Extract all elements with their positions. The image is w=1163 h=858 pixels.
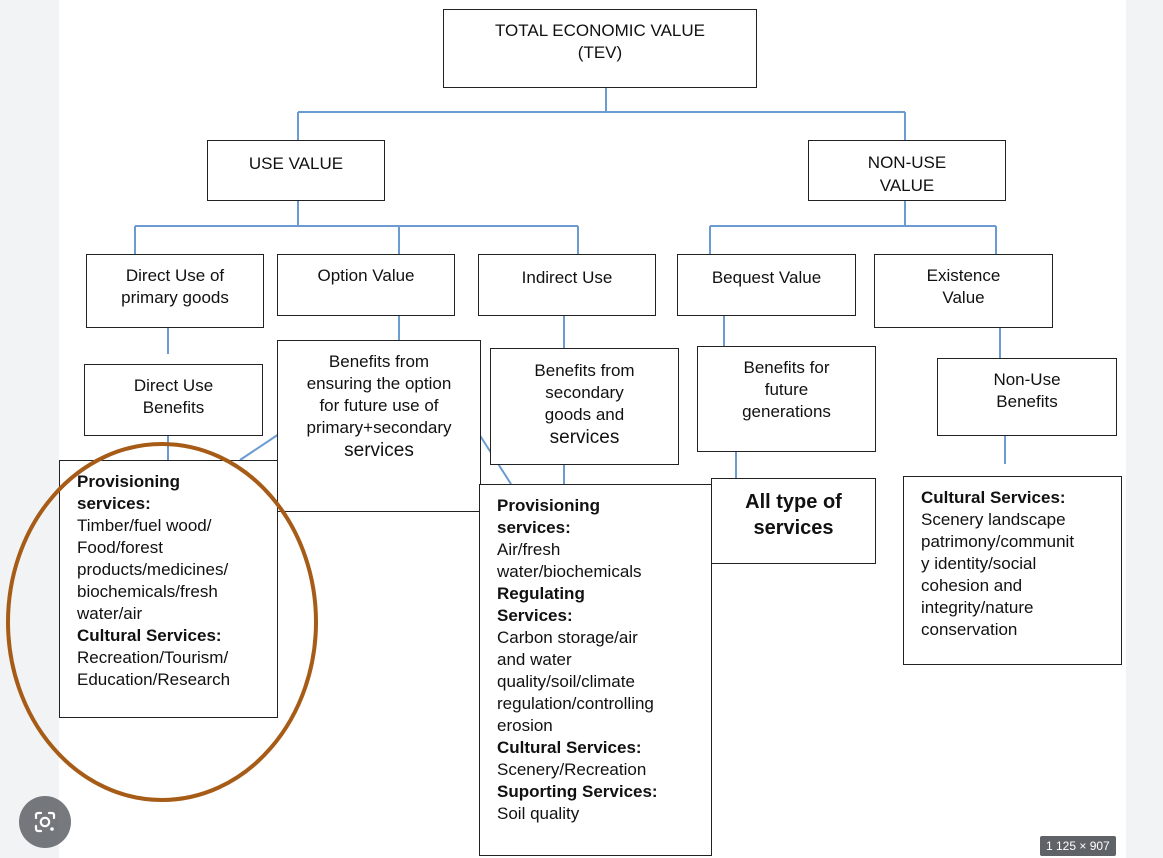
service-item: erosion xyxy=(497,716,553,735)
non-use-benefits-box: Non-Use Benefits xyxy=(937,358,1117,436)
existence-value-line-2: Value xyxy=(942,288,985,307)
all-services-line-2: services xyxy=(753,517,834,539)
service-category-heading: Cultural Services: xyxy=(497,738,642,757)
indirect-benefits-line-2: secondary xyxy=(545,383,624,402)
service-category-heading: Cultural Services: xyxy=(921,488,1066,507)
tev-line-1: TOTAL ECONOMIC VALUE xyxy=(494,21,706,40)
direct-use-benefits-line-1: Direct Use xyxy=(133,376,214,395)
option-benefits-line-2: ensuring the option xyxy=(306,374,452,393)
bequest-value-label: Bequest Value xyxy=(711,268,822,287)
indirect-benefits-line-4: services xyxy=(549,427,620,448)
service-category-heading: Cultural Services: xyxy=(77,626,222,645)
option-benefits-box: Benefits from ensuring the option for fu… xyxy=(277,340,481,512)
service-item: patrimony/communit xyxy=(921,532,1075,551)
service-item: regulation/controlling xyxy=(497,694,654,713)
service-category-heading: Suporting Services: xyxy=(497,782,658,801)
direct-services-list: Provisioning services: Timber/fuel wood/Fo… xyxy=(77,471,277,691)
connectors xyxy=(134,88,1006,485)
service-item: Air/fresh xyxy=(497,540,561,559)
option-benefits-line-4: primary+secondary xyxy=(306,418,452,437)
direct-use-line-1: Direct Use of xyxy=(125,266,225,285)
option-value-label: Option Value xyxy=(317,266,415,285)
service-item: Education/Research xyxy=(77,670,231,689)
bequest-benefits-line-2: future xyxy=(764,380,809,399)
non-use-benefits-line-2: Benefits xyxy=(996,392,1058,411)
service-item: quality/soil/climate xyxy=(497,672,635,691)
indirect-benefits-line-1: Benefits from xyxy=(534,361,635,380)
service-item: conservation xyxy=(921,620,1018,639)
service-item: and water xyxy=(497,650,572,669)
cultural-services-list: Cultural Services: Scenery landscape patri… xyxy=(921,487,1121,641)
non-use-value-line-2: VALUE xyxy=(879,176,935,195)
use-value-label: USE VALUE xyxy=(248,154,344,173)
service-item: biochemicals/fresh xyxy=(77,582,218,601)
service-category-heading: Regulating xyxy=(497,584,585,603)
existence-value-box: Existence Value xyxy=(874,254,1053,328)
direct-use-benefits-box: Direct Use Benefits xyxy=(84,364,263,436)
service-item: Soil quality xyxy=(497,804,580,823)
service-item: products/medicines/ xyxy=(77,560,229,579)
service-item: Food/forest xyxy=(77,538,163,557)
all-services-box: All type of services xyxy=(711,478,876,564)
indirect-use-box: Indirect Use xyxy=(478,254,656,316)
option-benefits-line-5: services xyxy=(344,440,414,461)
indirect-services-box: Provisioning services: Air/fresh water/bioc… xyxy=(479,484,712,856)
service-item: y identity/social xyxy=(921,554,1037,573)
service-category-heading: services: xyxy=(77,494,151,513)
google-lens-icon xyxy=(34,811,56,833)
tev-box: TOTAL ECONOMIC VALUE (TEV) xyxy=(443,9,757,88)
non-use-benefits-line-1: Non-Use xyxy=(993,370,1061,389)
bequest-value-box: Bequest Value xyxy=(677,254,856,316)
google-lens-button[interactable] xyxy=(19,796,71,848)
use-value-box: USE VALUE xyxy=(207,140,385,201)
service-category-heading: Provisioning xyxy=(77,472,180,491)
service-category-heading: Provisioning xyxy=(497,496,600,515)
option-benefits-line-3: for future use of xyxy=(319,396,439,415)
service-item: Recreation/Tourism/ xyxy=(77,648,229,667)
non-use-value-line-1: NON-USE xyxy=(867,153,947,172)
highlight-ellipse xyxy=(6,442,318,802)
service-category-heading: Services: xyxy=(497,606,573,625)
service-item: Timber/fuel wood/ xyxy=(77,516,212,535)
bequest-benefits-line-3: generations xyxy=(742,402,831,421)
service-item: Scenery/Recreation xyxy=(497,760,647,779)
service-item: integrity/nature xyxy=(921,598,1034,617)
non-use-value-box: NON-USE VALUE xyxy=(808,140,1006,201)
option-value-box: Option Value xyxy=(277,254,455,316)
image-dimensions-badge: 1 125 × 907 xyxy=(1040,836,1116,856)
all-services-line-1: All type of xyxy=(745,491,842,513)
direct-use-benefits-line-2: Benefits xyxy=(142,398,205,417)
service-item: Scenery landscape xyxy=(921,510,1066,529)
cultural-services-box: Cultural Services: Scenery landscape patri… xyxy=(903,476,1122,665)
bequest-benefits-box: Benefits for future generations xyxy=(697,346,876,452)
indirect-benefits-line-3: goods and xyxy=(544,405,625,424)
service-category-heading: services: xyxy=(497,518,571,537)
existence-value-line-1: Existence xyxy=(926,266,1001,285)
service-item: cohesion and xyxy=(921,576,1023,595)
indirect-use-label: Indirect Use xyxy=(521,268,613,287)
service-item: Carbon storage/air xyxy=(497,628,638,647)
direct-services-box: Provisioning services: Timber/fuel wood/Fo… xyxy=(59,460,278,718)
indirect-benefits-box: Benefits from secondary goods and servic… xyxy=(490,348,679,465)
service-item: water/air xyxy=(77,604,143,623)
tev-line-2: (TEV) xyxy=(577,43,623,62)
bequest-benefits-line-1: Benefits for xyxy=(743,358,830,377)
service-item: water/biochemicals xyxy=(497,562,642,581)
option-benefits-line-1: Benefits from xyxy=(328,352,430,371)
indirect-services-list: Provisioning services: Air/fresh water/bioc… xyxy=(497,495,711,825)
direct-use-line-2: primary goods xyxy=(121,288,229,307)
direct-use-box: Direct Use of primary goods xyxy=(86,254,264,328)
